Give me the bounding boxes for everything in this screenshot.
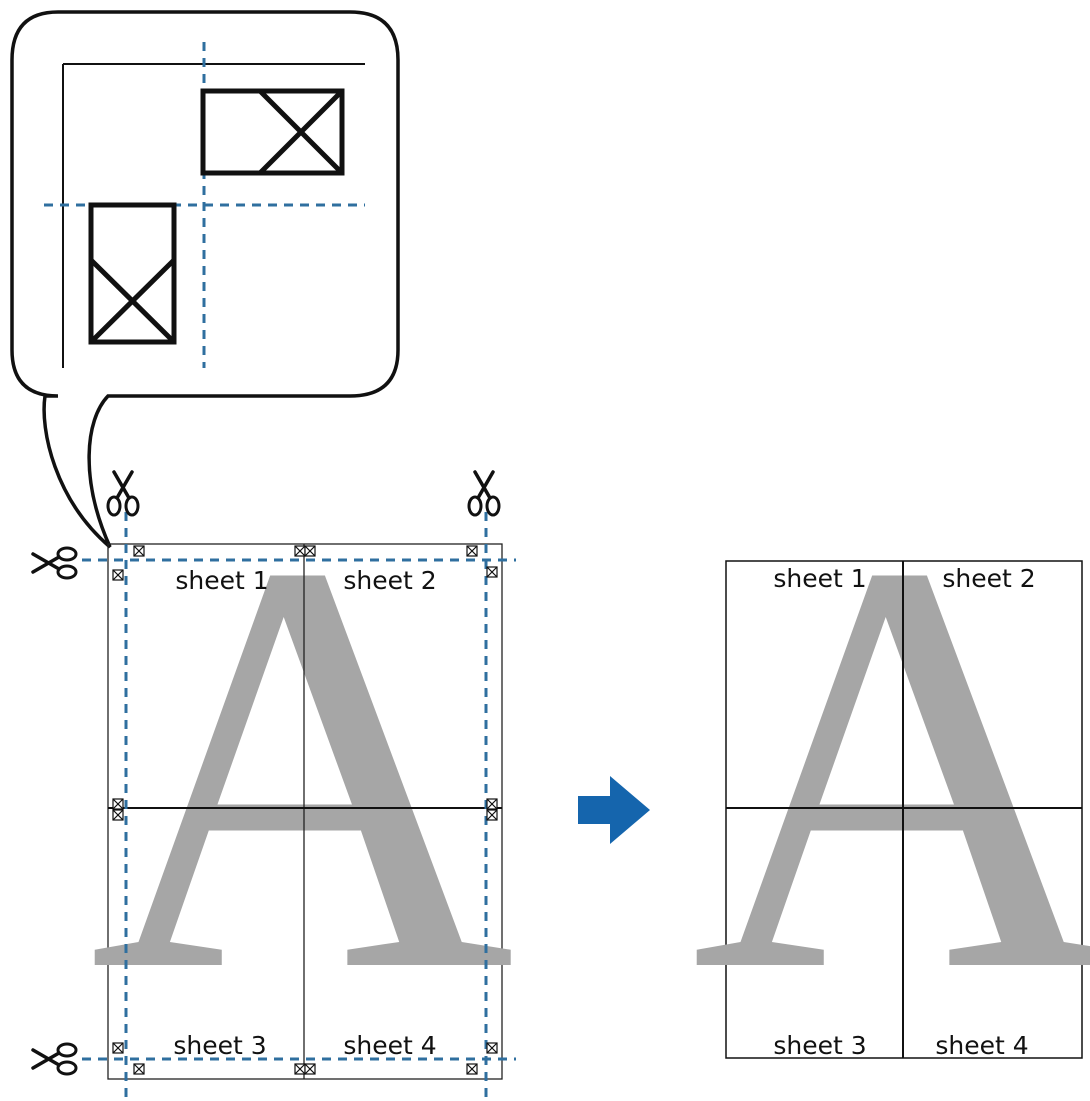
left-sheet-3-label: sheet 3: [173, 1031, 266, 1060]
scissors-icon: [31, 1042, 78, 1076]
scissors-icon: [31, 546, 78, 580]
right-sheet-1-label: sheet 1: [773, 564, 866, 593]
right-sheet-4-label: sheet 4: [935, 1031, 1028, 1060]
left-sheet-4-label: sheet 4: [343, 1031, 436, 1060]
registration-mark-vertical: [88, 202, 177, 345]
callout-bubble: [10, 10, 400, 549]
registration-mark-horizontal: [200, 88, 345, 176]
zoom-callout: [10, 10, 400, 549]
left-sheet-1-label: sheet 1: [175, 566, 268, 595]
right-watermark-letter: A: [691, 439, 1090, 1093]
right-sheet-3-label: sheet 3: [773, 1031, 866, 1060]
left-page: A sheet 1 sheet 2 sheet 3 sheet 4: [31, 439, 516, 1100]
left-sheet-2-label: sheet 2: [343, 566, 436, 595]
arrow-right-icon: [578, 776, 650, 844]
right-page: A sheet 1 sheet 2 sheet 3 sheet 4: [691, 439, 1090, 1093]
left-watermark-letter: A: [89, 439, 515, 1093]
right-sheet-2-label: sheet 2: [942, 564, 1035, 593]
